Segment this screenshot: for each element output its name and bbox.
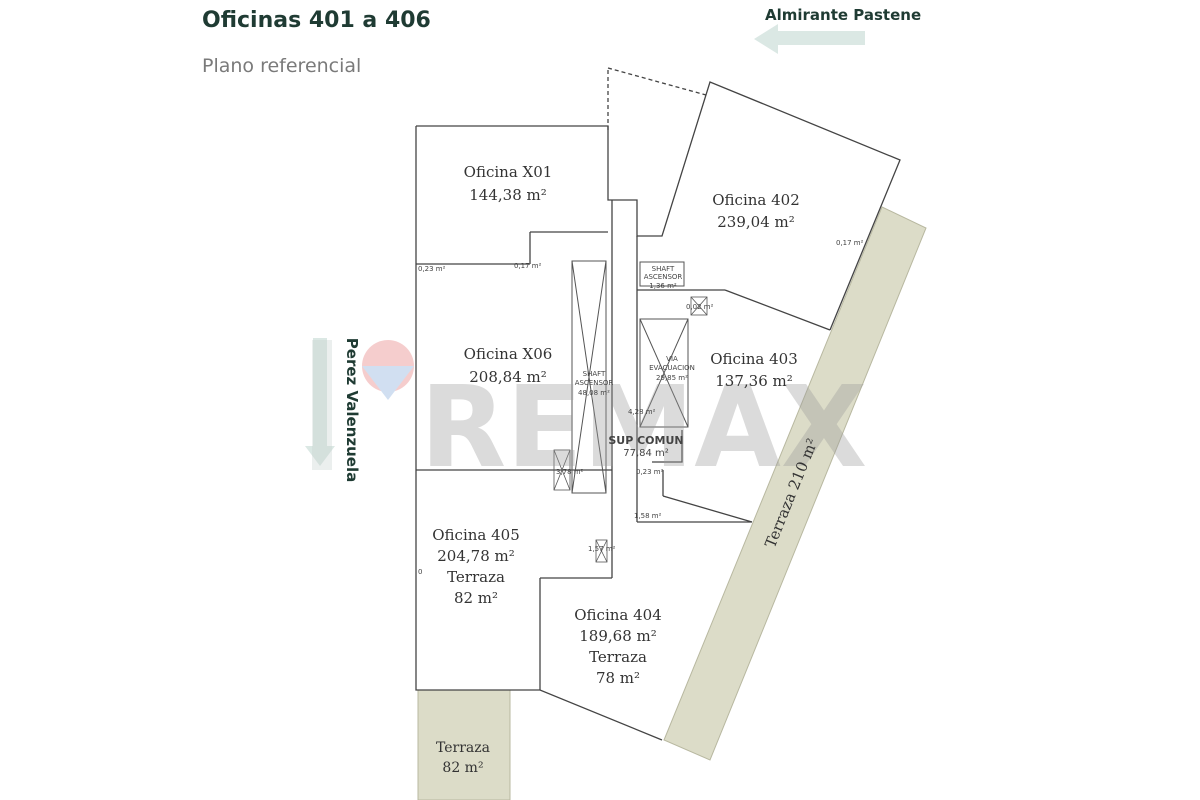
office-x06-area: 208,84 m² xyxy=(469,368,547,386)
shaft-main-area: 48,08 m² xyxy=(578,389,610,397)
small-area-label: 1,57 m² xyxy=(588,545,616,553)
page-title: Oficinas 401 a 406 xyxy=(202,8,431,33)
building-walls xyxy=(415,67,901,741)
small-area-label: 1,58 m² xyxy=(634,512,662,520)
evacuation-line2: EVACUACION xyxy=(649,364,695,372)
shaft-main-line1: SHAFT xyxy=(583,370,606,378)
office-x01-area: 144,38 m² xyxy=(469,186,547,204)
office-404-area: 189,68 m² xyxy=(579,627,657,645)
terrace-bottom-area: 82 m² xyxy=(442,760,483,776)
shaft-small-line2: ASCENSOR xyxy=(644,273,683,281)
remax-watermark-logo: REMAX xyxy=(312,340,867,493)
arrow-down-icon xyxy=(305,338,335,466)
office-405-area: 204,78 m² xyxy=(437,547,515,565)
office-402-name: Oficina 402 xyxy=(712,191,800,209)
small-area-label: 0,23 m² xyxy=(636,468,664,476)
terrace-bottom-label: Terraza xyxy=(436,740,490,756)
duct-boxes xyxy=(553,296,708,563)
arrow-left-icon xyxy=(754,24,865,54)
common-area-label: SUP COMUN xyxy=(608,434,683,447)
office-x01-name: Oficina X01 xyxy=(464,163,553,181)
office-404-terrace-label: Terraza xyxy=(589,648,647,666)
street-label-top: Almirante Pastene xyxy=(765,6,922,24)
common-area-value: 77,84 m² xyxy=(623,448,669,459)
page-subtitle: Plano referencial xyxy=(202,55,362,77)
office-403-area: 137,36 m² xyxy=(715,372,793,390)
terrace-right xyxy=(663,206,927,761)
office-402-area: 239,04 m² xyxy=(717,213,795,231)
shaft-evacuation xyxy=(639,318,689,428)
shaft-small-area: 1,36 m² xyxy=(649,282,677,290)
small-area-label: 0,17 m² xyxy=(836,239,864,247)
small-area-label: 3,78 m² xyxy=(556,468,584,476)
evacuation-line1: VIA xyxy=(666,355,678,363)
small-area-label: 4,28 m² xyxy=(628,408,656,416)
shaft-main-line2: ASCENSOR xyxy=(575,379,614,387)
office-405-terrace-area: 82 m² xyxy=(454,589,498,607)
office-x06-name: Oficina X06 xyxy=(464,345,553,363)
office-404-name: Oficina 404 xyxy=(574,606,662,624)
office-404-terrace-area: 78 m² xyxy=(596,669,640,687)
shaft-small xyxy=(639,261,685,287)
terrace-bottom xyxy=(417,689,511,800)
office-405-terrace-label: Terraza xyxy=(447,568,505,586)
shaft-main xyxy=(571,260,607,494)
small-area-label: 0 xyxy=(418,568,422,576)
small-area-label: 0,02 m² xyxy=(686,303,714,311)
evacuation-area: 29,85 m² xyxy=(656,374,688,382)
small-area-label: 0,23 m² xyxy=(418,265,446,273)
office-403-name: Oficina 403 xyxy=(710,350,798,368)
shaft-small-line1: SHAFT xyxy=(652,265,675,273)
watermark-text: REMAX xyxy=(420,363,867,493)
office-405-name: Oficina 405 xyxy=(432,526,520,544)
small-area-label: 0,17 m² xyxy=(514,262,542,270)
